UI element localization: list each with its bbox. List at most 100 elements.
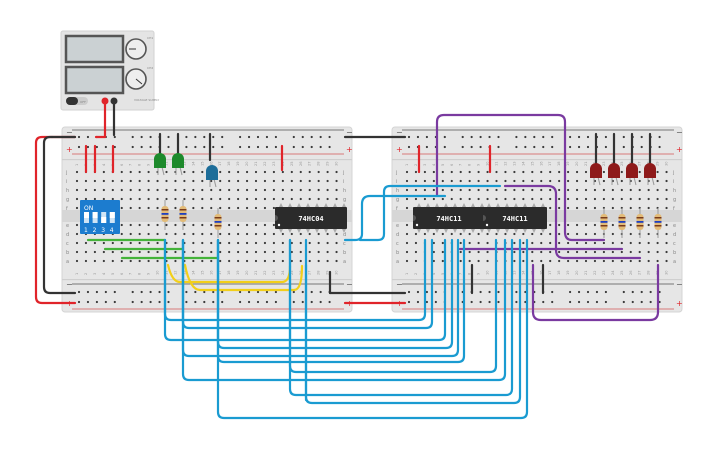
terminal-hole[interactable] [611,250,614,254]
terminal-hole[interactable] [405,188,409,192]
rail-hole[interactable] [319,145,322,149]
rail-hole[interactable] [239,290,242,294]
terminal-hole[interactable] [441,179,444,183]
terminal-hole[interactable] [156,188,159,192]
rail-hole[interactable] [407,300,411,304]
terminal-hole[interactable] [414,259,418,263]
terminal-hole[interactable] [423,232,426,236]
terminal-hole[interactable] [174,206,177,210]
terminal-hole[interactable] [504,232,507,236]
rail-hole[interactable] [131,145,134,149]
terminal-hole[interactable] [629,188,632,192]
terminal-hole[interactable] [201,170,204,174]
terminal-hole[interactable] [129,197,132,201]
terminal-hole[interactable] [504,188,507,192]
terminal-hole[interactable] [405,197,409,201]
terminal-hole[interactable] [228,232,231,236]
terminal-hole[interactable] [335,232,338,236]
terminal-hole[interactable] [335,250,338,254]
terminal-hole[interactable] [75,188,79,192]
rail-hole[interactable] [77,135,81,139]
rail-hole[interactable] [86,135,90,139]
terminal-hole[interactable] [281,170,284,174]
rail-hole[interactable] [542,300,545,304]
terminal-hole[interactable] [638,170,641,174]
signal-wire-blue[interactable] [288,238,514,397]
rail-hole[interactable] [167,145,170,149]
terminal-hole[interactable] [299,250,302,254]
rail-hole[interactable] [631,300,634,304]
terminal-hole[interactable] [147,188,150,192]
terminal-hole[interactable] [228,179,231,183]
terminal-hole[interactable] [602,259,606,263]
terminal-hole[interactable] [272,250,275,254]
terminal-hole[interactable] [165,223,168,227]
rail-hole[interactable] [247,145,251,149]
rail-hole[interactable] [167,135,170,139]
rail-hole[interactable] [131,135,134,139]
terminal-hole[interactable] [237,241,240,245]
terminal-hole[interactable] [120,232,123,236]
terminal-hole[interactable] [237,170,240,174]
terminal-hole[interactable] [584,179,588,183]
terminal-hole[interactable] [272,188,275,192]
rail-hole[interactable] [203,145,206,149]
terminal-hole[interactable] [468,197,471,201]
rail-hole[interactable] [239,135,242,139]
terminal-hole[interactable] [147,206,150,210]
terminal-hole[interactable] [602,250,606,254]
rail-hole[interactable] [256,135,260,139]
terminal-hole[interactable] [237,223,240,227]
terminal-hole[interactable] [272,197,275,201]
terminal-hole[interactable] [522,170,525,174]
terminal-hole[interactable] [602,188,606,192]
terminal-hole[interactable] [138,259,141,263]
terminal-hole[interactable] [665,188,668,192]
terminal-hole[interactable] [414,232,418,236]
terminal-hole[interactable] [549,232,552,236]
terminal-hole[interactable] [593,188,597,192]
terminal-hole[interactable] [432,259,435,263]
rail-hole[interactable] [479,135,482,139]
rail-hole[interactable] [640,290,643,294]
terminal-hole[interactable] [210,259,213,263]
terminal-hole[interactable] [201,206,204,210]
terminal-hole[interactable] [299,188,302,192]
rail-hole[interactable] [640,135,643,139]
terminal-hole[interactable] [665,250,668,254]
terminal-hole[interactable] [468,250,471,254]
rail-hole[interactable] [310,290,313,294]
rail-hole[interactable] [113,300,116,304]
rail-hole[interactable] [301,290,304,294]
terminal-hole[interactable] [611,197,614,201]
rail-hole[interactable] [542,145,545,149]
rail-hole[interactable] [649,290,652,294]
rail-hole[interactable] [239,300,242,304]
rail-hole[interactable] [542,135,545,139]
terminal-hole[interactable] [129,259,132,263]
terminal-hole[interactable] [120,197,123,201]
terminal-hole[interactable] [335,188,338,192]
terminal-hole[interactable] [593,206,597,210]
rail-hole[interactable] [239,145,242,149]
signal-wire-blue[interactable] [358,184,502,242]
terminal-hole[interactable] [245,206,249,210]
terminal-hole[interactable] [138,250,141,254]
rail-hole[interactable] [86,145,90,149]
rail-hole[interactable] [461,135,464,139]
dip-toggle-2[interactable] [92,212,98,218]
terminal-hole[interactable] [174,188,177,192]
terminal-hole[interactable] [102,241,105,245]
rail-hole[interactable] [443,135,446,139]
terminal-hole[interactable] [192,241,195,245]
terminal-hole[interactable] [647,250,650,254]
terminal-hole[interactable] [450,170,453,174]
terminal-hole[interactable] [414,250,418,254]
terminal-hole[interactable] [228,259,231,263]
terminal-hole[interactable] [129,250,132,254]
rail-hole[interactable] [640,300,643,304]
rail-hole[interactable] [149,300,152,304]
terminal-hole[interactable] [459,232,462,236]
terminal-hole[interactable] [308,259,311,263]
